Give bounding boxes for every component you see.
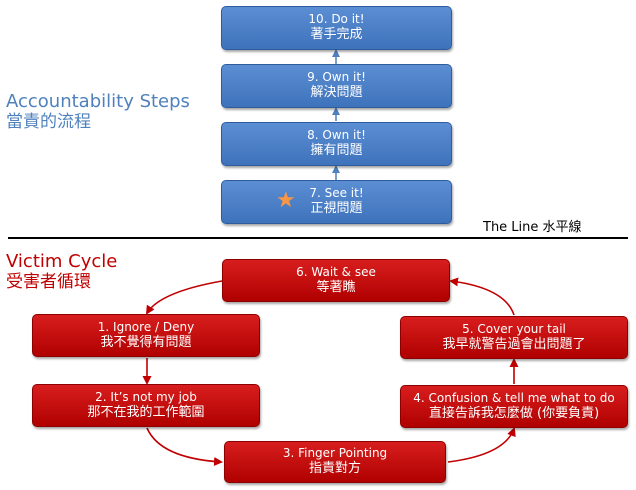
victim-title: Victim Cycle 受害者循環 [6, 251, 118, 292]
victim-step-6-label: 6. Wait & see [296, 264, 376, 279]
victim-step-4-box: 4. Confusion & tell me what to do 直接告訴我怎… [400, 385, 628, 428]
step-10-box: 10. Do it! 著手完成 [221, 6, 452, 50]
victim-step-1-box: 1. Ignore / Deny 我不覺得有問題 [32, 314, 260, 357]
accountability-title: Accountability Steps 當責的流程 [6, 91, 190, 132]
accountability-title-zh: 當責的流程 [6, 111, 91, 132]
the-line-label: The Line 水平線 [483, 220, 582, 235]
victim-step-5-box: 5. Cover your tail 我早就警告過會出問題了 [400, 316, 628, 359]
victim-step-4-label: 4. Confusion & tell me what to do [413, 390, 615, 405]
step-8-label-zh: 擁有問題 [310, 143, 363, 159]
victim-step-6-box: 6. Wait & see 等著瞧 [222, 259, 450, 302]
step-10-label-zh: 著手完成 [310, 27, 363, 43]
arrow-5-to-6 [449, 277, 515, 316]
victim-step-3-label: 3. Finger Pointing [282, 446, 388, 461]
victim-step-5-label: 5. Cover your tail [462, 321, 566, 336]
victim-step-2-box: 2. It’s not my job 那不在我的工作範圍 [32, 384, 260, 427]
victim-step-6-label-zh: 等著瞧 [316, 279, 356, 295]
victim-step-1-label: 1. Ignore / Deny [97, 319, 195, 334]
victim-step-2-label: 2. It’s not my job [95, 389, 197, 404]
victim-title-en: Victim Cycle [6, 251, 118, 272]
victim-step-2-label-zh: 那不在我的工作範圍 [87, 404, 205, 420]
step-7-label-zh: 正視問題 [310, 201, 363, 217]
step-8-box: 8. Own it! 擁有問題 [221, 122, 452, 166]
step-9-box: 9. Own it! 解決問題 [221, 64, 452, 108]
step-8-label: 8. Own it! [307, 128, 366, 143]
victim-title-zh: 受害者循環 [6, 271, 91, 292]
arrow-6-to-1 [145, 280, 223, 315]
step-10-label: 10. Do it! [308, 12, 365, 27]
step-7-label: 7. See it! [309, 186, 364, 201]
star-icon: ★ [276, 188, 296, 213]
victim-step-1-label-zh: 我不覺得有問題 [100, 334, 192, 350]
accountability-title-en: Accountability Steps [6, 91, 190, 112]
step-9-label-zh: 解決問題 [310, 85, 363, 101]
step-7-box: 7. See it! 正視問題 [221, 180, 452, 224]
victim-step-5-label-zh: 我早就警告過會出問題了 [442, 336, 586, 352]
the-line-divider [8, 237, 628, 239]
arrow-2-to-3 [146, 427, 223, 467]
step-9-label: 9. Own it! [307, 70, 366, 85]
arrow-3-to-4 [447, 427, 516, 463]
victim-step-4-label-zh: 直接告訴我怎麼做 (你要負責) [428, 405, 600, 421]
victim-step-3-box: 3. Finger Pointing 指責對方 [224, 441, 446, 483]
victim-step-3-label-zh: 指責對方 [308, 461, 361, 477]
